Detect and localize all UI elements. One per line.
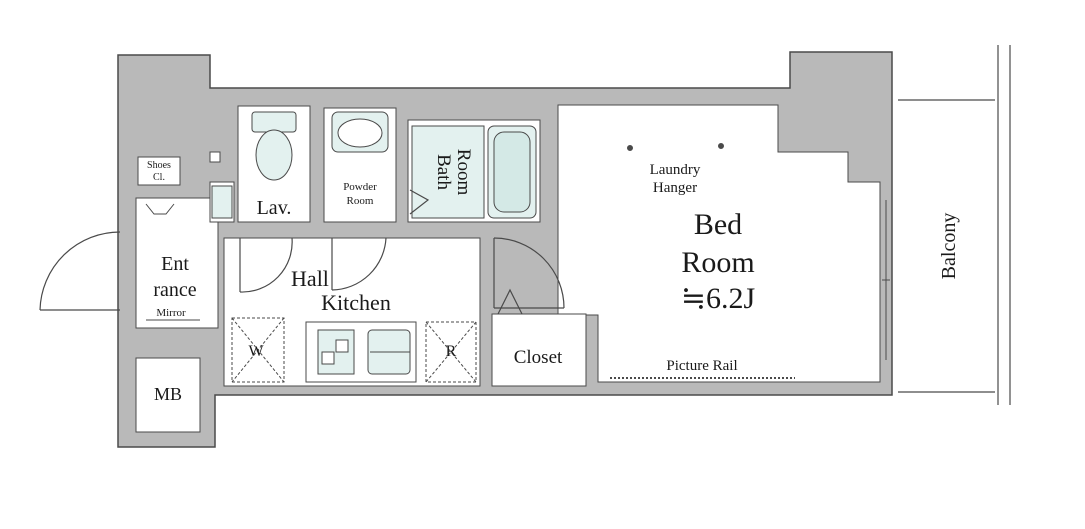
bedroom-details [610,143,890,379]
washer-and-fridge-spaces [231,317,477,383]
powder-room-label-1: Powder [343,181,377,193]
balcony-label: Balcony [938,213,960,280]
fridge-label: R [446,343,457,360]
bath-room-label-2: Room [453,149,474,196]
door-swings [39,189,565,315]
mb-label: MB [154,384,182,404]
laundry-label-2: Hanger [653,180,697,196]
entrance-steps [145,203,200,321]
picture-rail-label: Picture Rail [666,358,737,374]
room-labels: Shoes Cl. Lav. Powder Room Bath Room Lau… [147,149,960,404]
bed-room-label-2: Room [681,246,754,279]
balcony-area [898,45,1011,405]
shoes-closet-label-1: Shoes [147,160,171,171]
mirror-label: Mirror [156,307,186,319]
powder-room-label-2: Room [347,195,374,207]
shoes-closet-label-2: Cl. [153,172,165,183]
kitchen-counter [305,321,417,383]
bath-room-label-1: Bath [433,154,454,190]
lav-label: Lav. [257,197,292,219]
hall-label: Hall [291,266,329,291]
washer-label: W [248,343,264,360]
entrance-label-1: Ent [161,253,189,275]
entrance-label-2: rance [153,279,196,301]
closet-label: Closet [514,347,563,368]
bed-room-label-1: Bed [694,208,742,241]
kitchen-label: Kitchen [321,290,391,315]
bed-room-size: ≒6.2J [681,282,756,315]
laundry-label-1: Laundry [650,162,701,178]
